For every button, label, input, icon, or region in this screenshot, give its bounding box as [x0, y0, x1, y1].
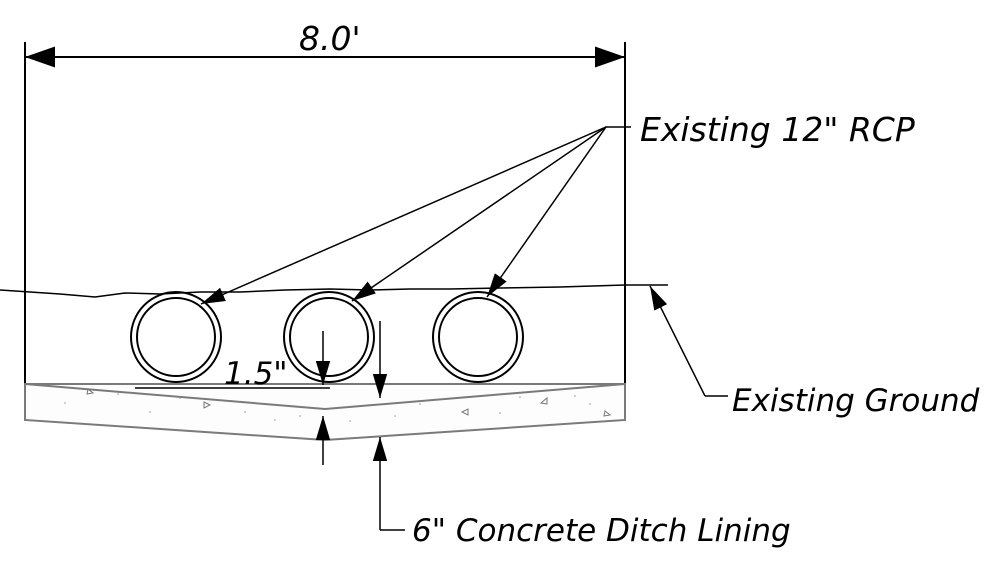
ground-leader [649, 285, 706, 397]
pipe-leader-3 [486, 126, 607, 298]
pipe-1 [130, 291, 222, 383]
width-dimension-label: 8.0' [299, 19, 361, 58]
pipe-2 [283, 291, 375, 383]
pipe-3 [432, 291, 524, 383]
pipe-leader-2 [351, 126, 607, 302]
existing-ground-line [0, 284, 668, 298]
pipe-callout-label: Existing 12" RCP [640, 110, 915, 149]
pipe-leader-1 [200, 126, 607, 305]
clearance-dimension-label: 1.5" [224, 356, 288, 392]
concrete-ditch-lining [24, 383, 626, 442]
concrete-aggregate-pattern [86, 388, 612, 417]
concrete-dots-pattern [64, 393, 591, 422]
lining-callout-label: 6" Concrete Ditch Lining [412, 513, 791, 549]
ditch-lining-top-left [24, 383, 326, 410]
ground-callout-label: Existing Ground [732, 383, 980, 419]
ditch-lining-top-right [324, 383, 626, 410]
